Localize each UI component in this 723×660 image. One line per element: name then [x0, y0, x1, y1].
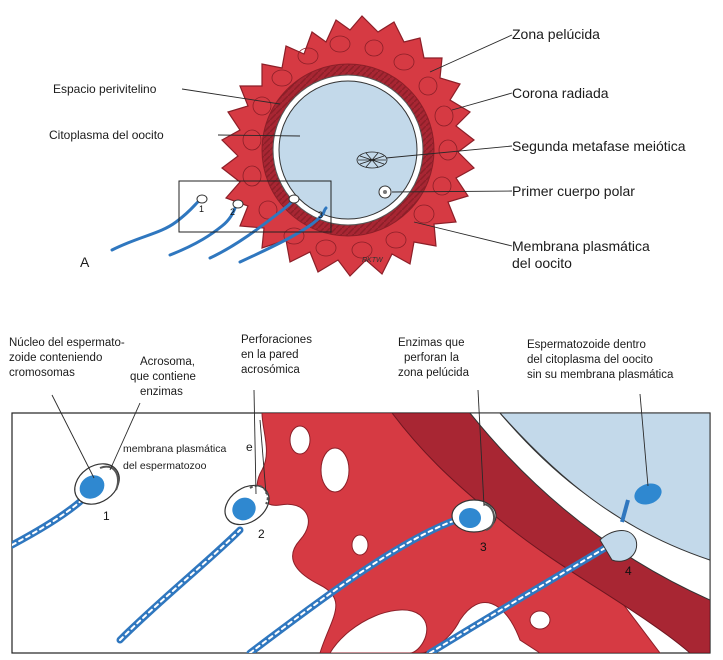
- corona-cells: [242, 35, 458, 259]
- oocyte-cytoplasm: [278, 80, 418, 220]
- sperm-tails-a: [110, 198, 328, 264]
- panel-a-oocyte: [110, 15, 475, 277]
- label-segunda-metafase: Segunda metafase meiótica: [512, 138, 686, 154]
- sperm-head-2: [224, 484, 270, 526]
- sperm-number-4: 4: [625, 564, 632, 578]
- label-perforaciones-1: Perforaciones: [241, 334, 312, 346]
- label-corona-radiada: Corona radiada: [512, 85, 609, 101]
- label-dentro-1: Espermatozoide dentro: [527, 339, 646, 351]
- label-nucleo-1: Núcleo del espermato-: [9, 337, 125, 349]
- sperm-heads-a: [196, 194, 300, 209]
- sperm-number-1: 1: [103, 509, 110, 523]
- label-zona-pelucida: Zona pelúcida: [512, 26, 600, 42]
- inset-number-2: 2: [230, 207, 236, 217]
- label-enzimas-3: zona pelúcida: [398, 367, 469, 379]
- panel-b-drawing: [12, 413, 710, 653]
- label-membrana-esp-1: membrana plasmática: [123, 443, 227, 455]
- sperm-head-3: [451, 499, 497, 533]
- label-enzimas-1: Enzimas que: [398, 337, 465, 349]
- label-dentro-3: sin su membrana plasmática: [527, 369, 674, 381]
- inset-frame: [178, 180, 332, 233]
- label-membrana-esp-2: del espermatozoo: [123, 460, 207, 472]
- metaphase-spindle: [356, 151, 388, 169]
- inset-number-1: 1: [199, 204, 205, 214]
- label-acrosoma-2: que contiene: [130, 371, 196, 383]
- oocyte-cytoplasm-b: [499, 413, 710, 561]
- label-acrosoma-3: enzimas: [140, 386, 183, 398]
- leader-lines-a: [181, 34, 513, 247]
- label-membrana-oocito-1: Membrana plasmática: [512, 238, 650, 254]
- inset-number-3: 3: [318, 210, 324, 220]
- label-nucleo-2: zoide conteniendo: [9, 352, 103, 364]
- sperm-head-1: [74, 463, 120, 505]
- label-dentro-2: del citoplasma del oocito: [527, 354, 653, 366]
- panel-a-letter: A: [80, 254, 90, 270]
- label-acrosoma-1: Acrosoma,: [140, 356, 195, 368]
- polar-body: [378, 185, 392, 199]
- sperm-number-3: 3: [480, 540, 487, 554]
- sperm-tails-b: [12, 496, 614, 653]
- corona-gaps-b: [289, 425, 551, 653]
- label-primer-cuerpo-polar: Primer cuerpo polar: [512, 183, 635, 199]
- label-membrana-oocito-2: del oocito: [512, 255, 572, 271]
- label-espacio-perivitelino: Espacio perivitelino: [53, 82, 157, 96]
- leader-lines-b: [51, 389, 649, 507]
- label-perforaciones-2: en la pared: [241, 349, 299, 361]
- artist-signature: RKTW: [362, 257, 383, 264]
- perivitelline-band-b: [469, 413, 710, 601]
- label-nucleo-3: cromosomas: [9, 367, 75, 379]
- label-citoplasma-oocito: Citoplasma del oocito: [49, 128, 164, 142]
- label-membrana-esp-e: e: [246, 440, 253, 454]
- sperm-number-2: 2: [258, 527, 265, 541]
- label-enzimas-2: perforan la: [404, 352, 459, 364]
- sperm-head-4: [599, 483, 662, 562]
- label-perforaciones-3: acrosómica: [241, 364, 300, 376]
